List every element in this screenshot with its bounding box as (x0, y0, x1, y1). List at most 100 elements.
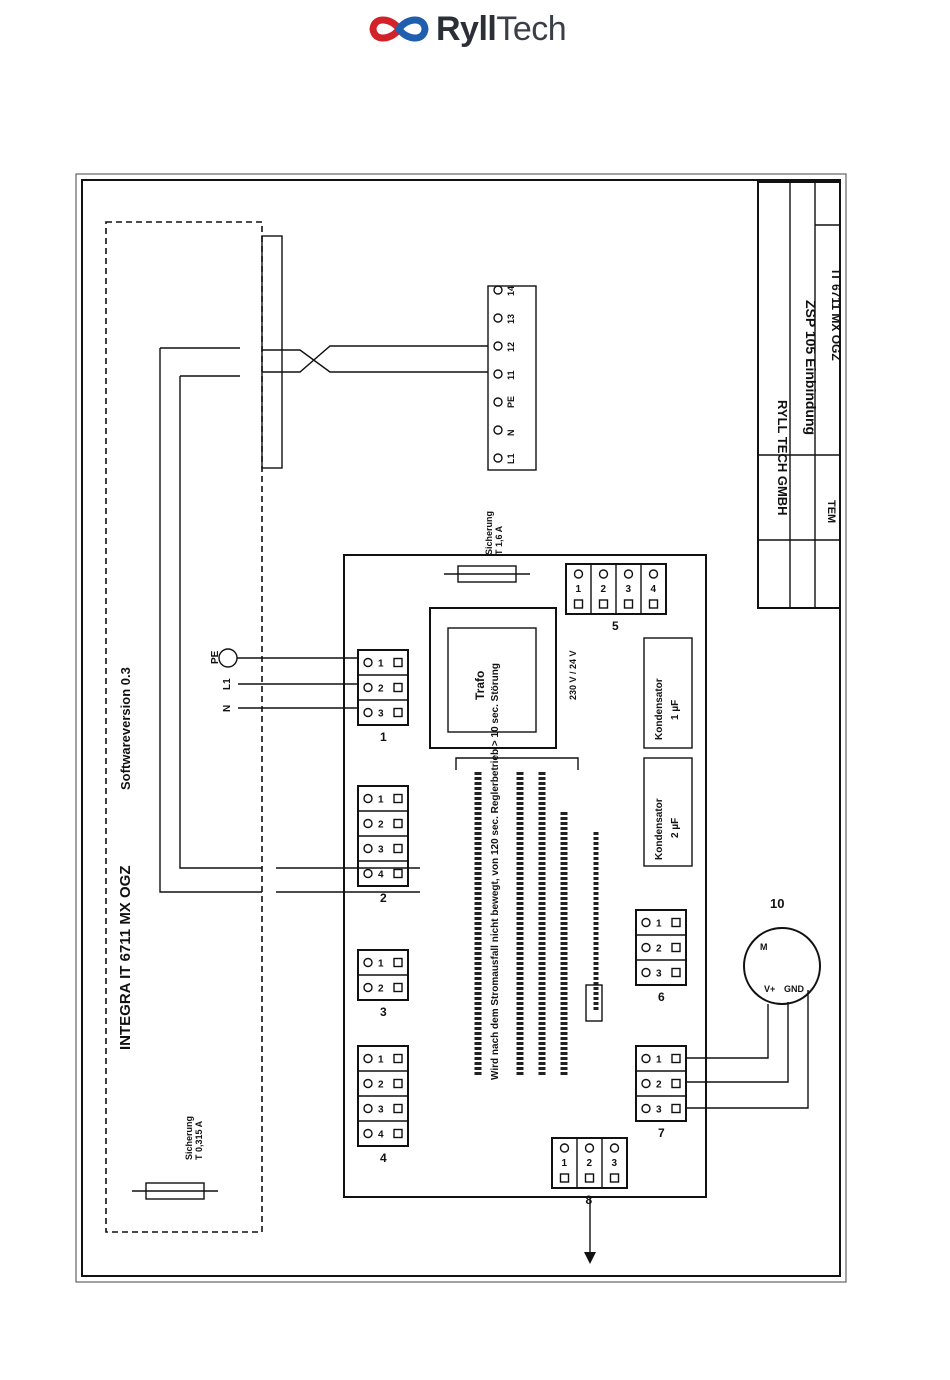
ext-terminal-contact-icon (493, 313, 503, 323)
motor-pin-gnd: GND (784, 984, 805, 994)
terminal-1-pin-label: 1 (378, 659, 384, 670)
ext-terminal-label: L1 (506, 453, 516, 464)
terminal-5-pin-label: 1 (576, 584, 582, 595)
external-terminal-strip (487, 285, 537, 471)
transformer-spec: 230 V / 24 V (568, 650, 578, 700)
terminal-1-pin-label: 3 (378, 709, 384, 720)
terminal-5-pin-label: 3 (626, 584, 632, 595)
ext-terminal-contact-icon (493, 425, 503, 435)
unit-terminal-strip (261, 235, 283, 469)
ext-terminal-label: N (506, 430, 516, 437)
title-drawing: ZSP 105 Einbindung (803, 300, 819, 435)
terminal-2-pin-label: 2 (378, 820, 384, 831)
ext-terminal-contact-icon (493, 341, 503, 351)
terminal-block-8-number: 8 (586, 1193, 593, 1207)
ext-terminal-label: 12 (506, 342, 516, 352)
capacitor-1-value: 1 µF (670, 700, 681, 720)
terminal-4-pin-label: 2 (378, 1080, 384, 1091)
terminal-8-pin-label: 2 (587, 1158, 593, 1169)
motor-number: 10 (770, 896, 784, 911)
terminal-1-pin-label: 2 (378, 684, 384, 695)
ext-terminal-label: PE (506, 396, 516, 408)
mains-label-l1: L1 (222, 678, 233, 690)
terminal-2-pin-label: 1 (378, 795, 384, 806)
fuse-left-name: Sicherung (184, 1116, 194, 1160)
capacitor-2-value: 2 µF (670, 818, 681, 838)
terminal-6-pin-label: 2 (656, 944, 662, 955)
logo-word-regular: Tech (496, 10, 567, 48)
terminal-4-pin-label: 4 (378, 1130, 384, 1141)
terminal-block-3-number: 3 (380, 1005, 387, 1019)
terminal-8-pin-label: 3 (612, 1158, 618, 1169)
terminal-block-6: 1 2 3 6 (635, 909, 687, 1004)
title-device: IT 6711 MX OGZ (829, 270, 843, 361)
terminal-block-3: 1 2 3 (357, 949, 409, 1019)
frame-inner (81, 179, 841, 1277)
controller-board (343, 554, 707, 1198)
terminal-3-pin-label: 1 (378, 959, 384, 970)
terminal-3-pin-label: 2 (378, 984, 384, 995)
ext-terminal-label: 11 (506, 370, 516, 380)
terminal-block-7-number: 7 (658, 1126, 665, 1140)
terminal-block-1: 1 2 3 1 (357, 649, 409, 744)
terminal-5-pin-label: 4 (651, 584, 657, 595)
terminal-block-5-number: 5 (612, 619, 619, 633)
fuse-board-name: Sicherung (484, 511, 494, 555)
fuse-left: Sicherung T 0,315 A (132, 1116, 218, 1200)
ext-terminal-contact-icon (493, 285, 503, 295)
ground-arrow (584, 1197, 596, 1264)
terminal-6-pin-label: 3 (656, 969, 662, 980)
terminal-block-1-number: 1 (380, 730, 387, 744)
terminal-block-6-number: 6 (658, 990, 665, 1004)
terminal-block-2-number: 2 (380, 891, 387, 905)
terminal-7-pin-label: 1 (656, 1055, 662, 1066)
terminal-7-pin-label: 2 (656, 1080, 662, 1091)
unit-boundary (105, 221, 263, 1233)
title-drawn-by: TEM (825, 500, 837, 523)
ext-terminal-label: 13 (506, 314, 516, 324)
motor-pin-vplus: V+ (764, 984, 775, 994)
warning-text: Wird nach dem Stromausfall nicht bewegt,… (490, 663, 501, 1080)
mains-label-pe: PE (210, 650, 221, 664)
title-company: RYLL TECH GMBH (775, 400, 790, 516)
logo-wordmark: RyllTech (436, 10, 567, 48)
ext-terminal-contact-icon (493, 453, 503, 463)
mains-label-n: N (222, 705, 233, 712)
terminal-8-pin-label: 1 (562, 1158, 568, 1169)
fuse-left-rating: T 0,315 A (194, 1120, 204, 1160)
terminal-2-pin-label: 4 (378, 870, 384, 881)
transformer-label: Trafo (473, 671, 487, 700)
terminal-block-8: 1 2 3 8 (551, 1137, 628, 1207)
motor: 10 M GND V+ (686, 896, 821, 1109)
bus-lines (159, 345, 488, 893)
terminal-2-pin-label: 3 (378, 845, 384, 856)
fuse-board: Sicherung T 1,6 A (444, 511, 530, 583)
unit-title: INTEGRA IT 6711 MX OGZ (117, 866, 134, 1050)
capacitor-2: Kondensator 2 µF (643, 757, 693, 867)
motor-icon (743, 927, 821, 1005)
software-version: Softwareversion 0.3 (118, 667, 133, 790)
motor-pin-m: M (760, 942, 768, 952)
external-terminals: L1 N PE 11 12 13 14 (493, 285, 516, 464)
terminal-block-2: 1 2 3 4 2 (357, 785, 409, 905)
terminal-block-7: 1 2 3 7 (635, 1045, 687, 1140)
terminal-4-pin-label: 3 (378, 1105, 384, 1116)
mains-labels: N L1 PE (210, 648, 358, 712)
terminal-4-pin-label: 1 (378, 1055, 384, 1066)
warning-note: Wird nach dem Stromausfall nicht bewegt,… (455, 663, 603, 1080)
capacitor-2-name: Kondensator (654, 798, 665, 860)
terminal-6-pin-label: 1 (656, 919, 662, 930)
fuse-board-rating: T 1,6 A (494, 525, 504, 555)
earth-symbol-icon (218, 648, 238, 668)
capacitor-1: Kondensator 1 µF (643, 637, 693, 749)
terminal-7-pin-label: 3 (656, 1105, 662, 1116)
ext-terminal-label: 14 (506, 286, 516, 296)
ext-terminal-contact-icon (493, 369, 503, 379)
capacitor-1-name: Kondensator (654, 678, 665, 740)
terminal-block-4-number: 4 (380, 1151, 387, 1165)
ryll-tech-logo: RyllTech (368, 6, 567, 52)
terminal-block-4: 1 2 3 4 4 (357, 1045, 409, 1165)
ext-terminal-contact-icon (493, 397, 503, 407)
